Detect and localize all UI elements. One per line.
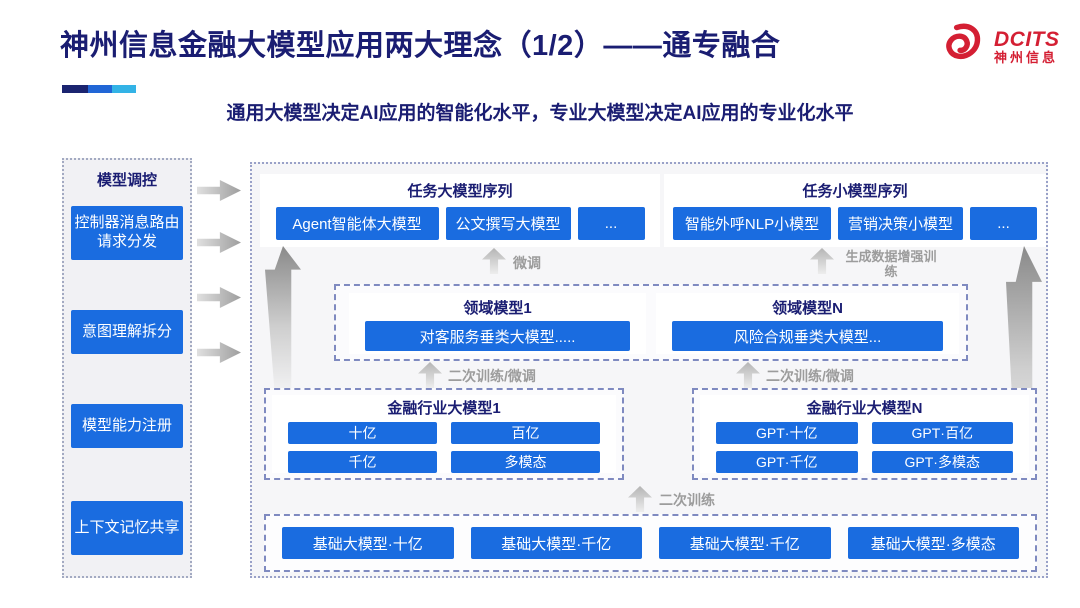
model-node-ten-billion: 百亿 [451,422,600,444]
domain-models-container: 领域模型1 对客服务垂类大模型..... 领域模型N 风险合规垂类大模型... [334,284,968,361]
flow-arrow-right-icon [197,342,241,363]
sidebar-item-register: 模型能力注册 [71,404,183,448]
flow-arrow-up-icon [810,248,834,274]
model-control-panel: 模型调控 控制器消息路由请求分发 意图理解拆分 模型能力注册 上下文记忆共享 [62,158,192,578]
flow-label-secondary-finetune: 二次训练/微调 [448,368,536,384]
model-node-gpt-ten-billion: GPT·百亿 [871,422,1013,444]
sidebar-item-intent: 意图理解拆分 [71,310,183,354]
industry-model-1-box: 金融行业大模型1 十亿 百亿 千亿 多模态 [272,395,616,473]
flow-arrow-up-icon [265,246,301,394]
model-node-risk-compliance: 风险合规垂类大模型... [672,321,943,351]
model-node-customer-service: 对客服务垂类大模型..... [365,321,630,351]
page-title: 神州信息金融大模型应用两大理念（1/2）——通专融合 [60,30,781,62]
flow-arrow-right-icon [197,232,241,253]
model-node-ellipsis: ... [577,207,645,240]
model-node-billion: 十亿 [288,422,437,444]
model-node-multimodal: 多模态 [451,451,600,473]
sidebar-title: 模型调控 [96,172,157,189]
industry-model-title: 金融行业大模型N [806,400,923,417]
model-architecture-diagram: 任务大模型序列 Agent智能体大模型 公文撰写大模型 ... 任务小模型序列 … [250,162,1048,578]
model-node-gpt-hundred-billion: GPT·千亿 [716,451,858,473]
group-title: 任务小模型序列 [802,183,908,200]
task-large-model-group: 任务大模型序列 Agent智能体大模型 公文撰写大模型 ... [260,174,660,247]
flow-label-finetune: 微调 [513,255,541,271]
flow-arrow-up-icon [736,362,760,388]
domain-model-1-box: 领域模型1 对客服务垂类大模型..... [349,293,646,354]
task-small-model-group: 任务小模型序列 智能外呼NLP小模型 营销决策小模型 ... [664,174,1046,247]
model-node-gpt-multimodal: GPT·多模态 [871,451,1013,473]
model-node-base-hundred-billion: 基础大模型·千亿 [470,527,642,559]
flow-arrow-up-icon [628,486,652,512]
logo-brand: DCITS [994,27,1060,51]
industry-model-n-container: 金融行业大模型N GPT·十亿 GPT·百亿 GPT·千亿 GPT·多模态 [692,388,1037,480]
industry-model-1-container: 金融行业大模型1 十亿 百亿 千亿 多模态 [264,388,624,480]
accent-bar [62,85,136,93]
flow-arrow-right-icon [197,287,241,308]
sidebar-item-context: 上下文记忆共享 [71,501,183,555]
accent-bar-cyan [112,85,136,93]
model-node-base-hundred-billion-2: 基础大模型·千亿 [659,527,831,559]
model-node-agent: Agent智能体大模型 [275,207,439,240]
accent-bar-blue [88,85,112,93]
domain-model-n-box: 领域模型N 风险合规垂类大模型... [656,293,959,354]
model-node-ellipsis: ... [970,207,1037,240]
logo-brand-cn: 神州信息 [994,49,1059,65]
flow-arrow-up-icon [418,362,442,388]
accent-bar-navy [62,85,88,93]
slide-subtitle: 通用大模型决定AI应用的智能化水平，专业大模型决定AI应用的专业化水平 [226,103,854,124]
dcits-swirl-icon [936,18,988,75]
industry-model-title: 金融行业大模型1 [387,400,501,417]
group-title: 任务大模型序列 [407,183,513,200]
model-node-document-writing: 公文撰写大模型 [445,207,571,240]
flow-label-augment: 生成数据增强训练 [845,249,937,279]
model-node-base-billion: 基础大模型·十亿 [282,527,454,559]
model-node-gpt-billion: GPT·十亿 [716,422,858,444]
flow-arrow-right-icon [197,180,241,201]
flow-label-secondary-training: 二次训练 [659,492,715,508]
flow-arrow-up-icon [482,248,506,274]
model-node-marketing: 营销决策小模型 [838,207,963,240]
domain-model-title: 领域模型1 [463,300,532,317]
model-node-nlp-outbound: 智能外呼NLP小模型 [673,207,831,240]
base-models-container: 基础大模型·十亿 基础大模型·千亿 基础大模型·千亿 基础大模型·多模态 [264,514,1037,572]
flow-label-secondary-finetune: 二次训练/微调 [766,368,854,384]
company-logo: DCITS 神州信息 [936,18,1060,75]
model-node-hundred-billion: 千亿 [288,451,437,473]
model-node-base-multimodal: 基础大模型·多模态 [847,527,1019,559]
domain-model-title: 领域模型N [772,300,843,317]
industry-model-n-box: 金融行业大模型N GPT·十亿 GPT·百亿 GPT·千亿 GPT·多模态 [700,395,1029,473]
sidebar-item-router: 控制器消息路由请求分发 [71,206,183,260]
